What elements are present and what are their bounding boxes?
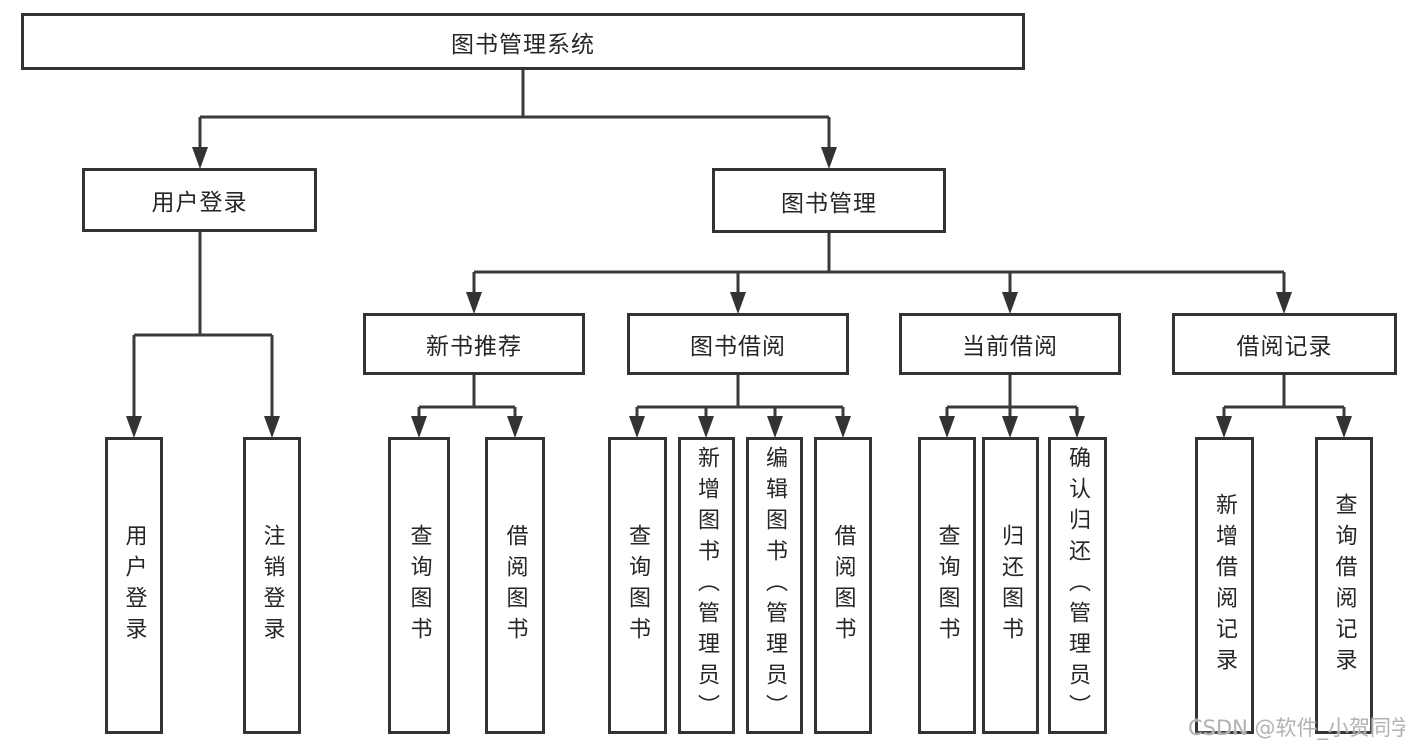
leaf-add-borrow-record: 新增借阅记录 (1195, 437, 1254, 734)
connector-user-login-to-leaves (132, 232, 274, 419)
leaf-borrow-books-recommend-label: 借阅图书 (502, 523, 528, 648)
leaf-confirm-return-admin: 确认归还（管理员） (1048, 437, 1107, 734)
leaf-query-borrow-record-label: 查询借阅记录 (1331, 492, 1357, 679)
connector-current-borrow-to-leaves (945, 375, 1079, 419)
node-borrow-records-label: 借阅记录 (1236, 334, 1333, 360)
node-new-book-recommend: 新书推荐 (363, 313, 585, 375)
leaf-query-books-current-label: 查询图书 (934, 523, 960, 648)
node-borrow-records: 借阅记录 (1172, 313, 1397, 375)
leaf-edit-book-admin: 编辑图书（管理员） (746, 437, 803, 734)
connector-book-mgmt-to-level2 (472, 232, 1286, 295)
node-root-label: 图书管理系统 (451, 31, 595, 58)
leaf-add-book-admin: 新增图书（管理员） (678, 437, 735, 734)
leaf-logout: 注销登录 (243, 437, 301, 734)
csdn-watermark: CSDN @软件_小贺同学 (1188, 716, 1405, 740)
leaf-query-books-recommend: 查询图书 (388, 437, 450, 734)
node-user-login-branch-label: 用户登录 (151, 190, 248, 216)
leaf-user-login-label: 用户登录 (121, 523, 147, 648)
leaf-add-book-admin-label: 新增图书（管理员） (694, 446, 720, 725)
leaf-borrow-books-recommend: 借阅图书 (485, 437, 545, 734)
leaf-confirm-return-admin-label: 确认归还（管理员） (1065, 446, 1091, 725)
node-user-login-branch: 用户登录 (82, 168, 317, 232)
connector-new-book-to-leaves (417, 375, 517, 419)
leaf-edit-book-admin-label: 编辑图书（管理员） (762, 446, 788, 725)
arrowheads (126, 147, 1352, 438)
leaf-query-books-borrow: 查询图书 (608, 437, 667, 734)
leaf-return-book: 归还图书 (982, 437, 1039, 734)
node-book-management-label: 图书管理 (781, 190, 877, 217)
connector-book-borrow-to-leaves (635, 375, 845, 419)
node-root: 图书管理系统 (21, 13, 1025, 70)
leaf-user-login: 用户登录 (105, 437, 163, 734)
connector-records-to-leaves (1222, 375, 1346, 419)
leaf-return-book-label: 归还图书 (998, 523, 1024, 648)
connector-root-to-level1 (198, 70, 831, 150)
leaf-query-books-current: 查询图书 (918, 437, 976, 734)
leaf-add-borrow-record-label: 新增借阅记录 (1212, 492, 1238, 679)
node-book-borrow-label: 图书借阅 (690, 334, 786, 360)
leaf-borrow-books-borrow: 借阅图书 (814, 437, 872, 734)
node-book-borrow: 图书借阅 (627, 313, 849, 375)
node-new-book-recommend-label: 新书推荐 (426, 334, 522, 360)
leaf-logout-label: 注销登录 (259, 523, 285, 648)
leaf-query-borrow-record: 查询借阅记录 (1315, 437, 1373, 734)
node-current-borrow: 当前借阅 (899, 313, 1121, 375)
node-book-management: 图书管理 (712, 168, 946, 233)
leaf-query-books-borrow-label: 查询图书 (625, 523, 651, 648)
node-current-borrow-label: 当前借阅 (962, 334, 1058, 360)
leaf-borrow-books-borrow-label: 借阅图书 (830, 523, 856, 648)
leaf-query-books-recommend-label: 查询图书 (406, 523, 432, 648)
